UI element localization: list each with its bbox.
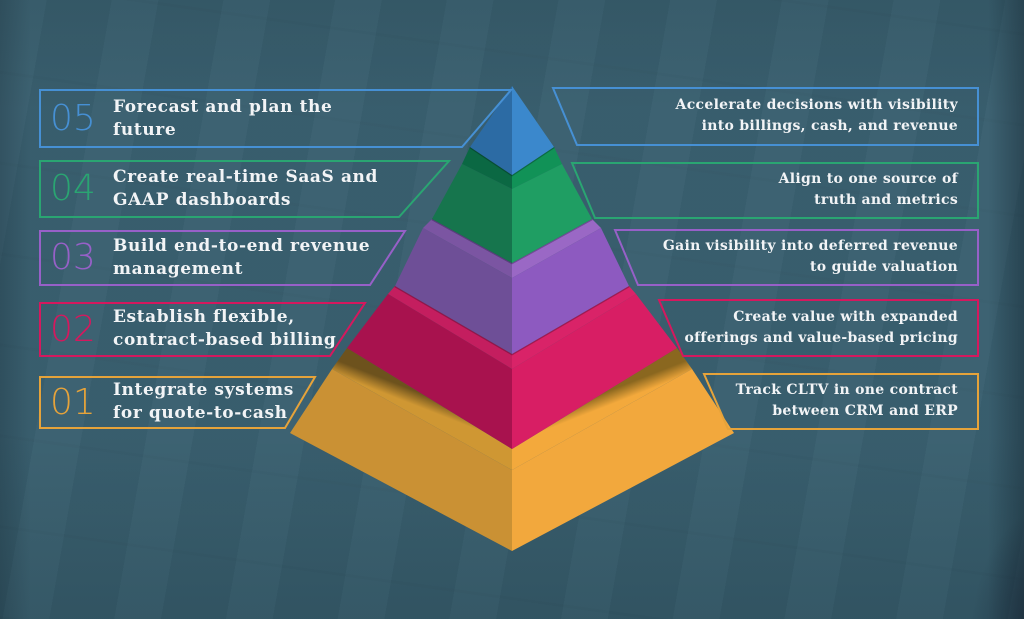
benefit-text-01-line2: between CRM and ERP bbox=[772, 403, 958, 419]
step-title-01-line2: for quote-to-cash bbox=[113, 403, 288, 423]
benefit-text-02-line2: offerings and value-based pricing bbox=[684, 330, 958, 346]
step-title-03-line1: Build end-to-end revenue bbox=[113, 236, 371, 256]
step-title-05: Forecast and plan the future bbox=[113, 96, 332, 142]
step-number-04: 04 bbox=[50, 168, 96, 209]
benefit-text-05-line1: Accelerate decisions with visibility bbox=[675, 97, 958, 113]
benefit-text-02-line1: Create value with expanded bbox=[733, 309, 958, 325]
benefit-text-01-line1: Track CLTV in one contract bbox=[735, 382, 958, 398]
benefit-text-01: Track CLTV in one contract between CRM a… bbox=[538, 380, 958, 422]
benefit-text-03-line2: to guide valuation bbox=[809, 259, 958, 275]
benefit-text-03: Gain visibility into deferred revenue to… bbox=[538, 236, 958, 278]
step-title-01: Integrate systems for quote-to-cash bbox=[113, 379, 294, 425]
benefit-text-05-line2: into billings, cash, and revenue bbox=[701, 118, 958, 134]
step-title-03: Build end-to-end revenue management bbox=[113, 235, 370, 281]
step-title-04: Create real-time SaaS and GAAP dashboard… bbox=[113, 166, 378, 212]
step-title-05-line1: Forecast and plan the bbox=[113, 97, 333, 117]
step-title-02: Establish flexible, contract-based billi… bbox=[113, 306, 336, 352]
step-title-04-line1: Create real-time SaaS and bbox=[113, 167, 379, 187]
benefit-text-04: Align to one source of truth and metrics bbox=[538, 169, 958, 211]
benefit-text-02: Create value with expanded offerings and… bbox=[538, 307, 958, 349]
step-title-05-line2: future bbox=[113, 120, 177, 140]
benefit-text-05: Accelerate decisions with visibility int… bbox=[538, 95, 958, 137]
benefit-text-03-line1: Gain visibility into deferred revenue bbox=[662, 238, 958, 254]
step-title-03-line2: management bbox=[113, 259, 244, 279]
step-number-02: 02 bbox=[50, 309, 96, 350]
benefit-text-04-line1: Align to one source of bbox=[778, 171, 958, 187]
step-title-02-line1: Establish flexible, bbox=[113, 307, 295, 327]
step-title-04-line2: GAAP dashboards bbox=[113, 190, 292, 210]
step-number-05: 05 bbox=[50, 98, 96, 139]
benefit-text-04-line2: truth and metrics bbox=[814, 192, 958, 208]
step-title-02-line2: contract-based billing bbox=[113, 330, 337, 350]
step-number-01: 01 bbox=[50, 382, 96, 423]
step-number-03: 03 bbox=[50, 237, 96, 278]
step-title-01-line1: Integrate systems bbox=[113, 380, 294, 400]
